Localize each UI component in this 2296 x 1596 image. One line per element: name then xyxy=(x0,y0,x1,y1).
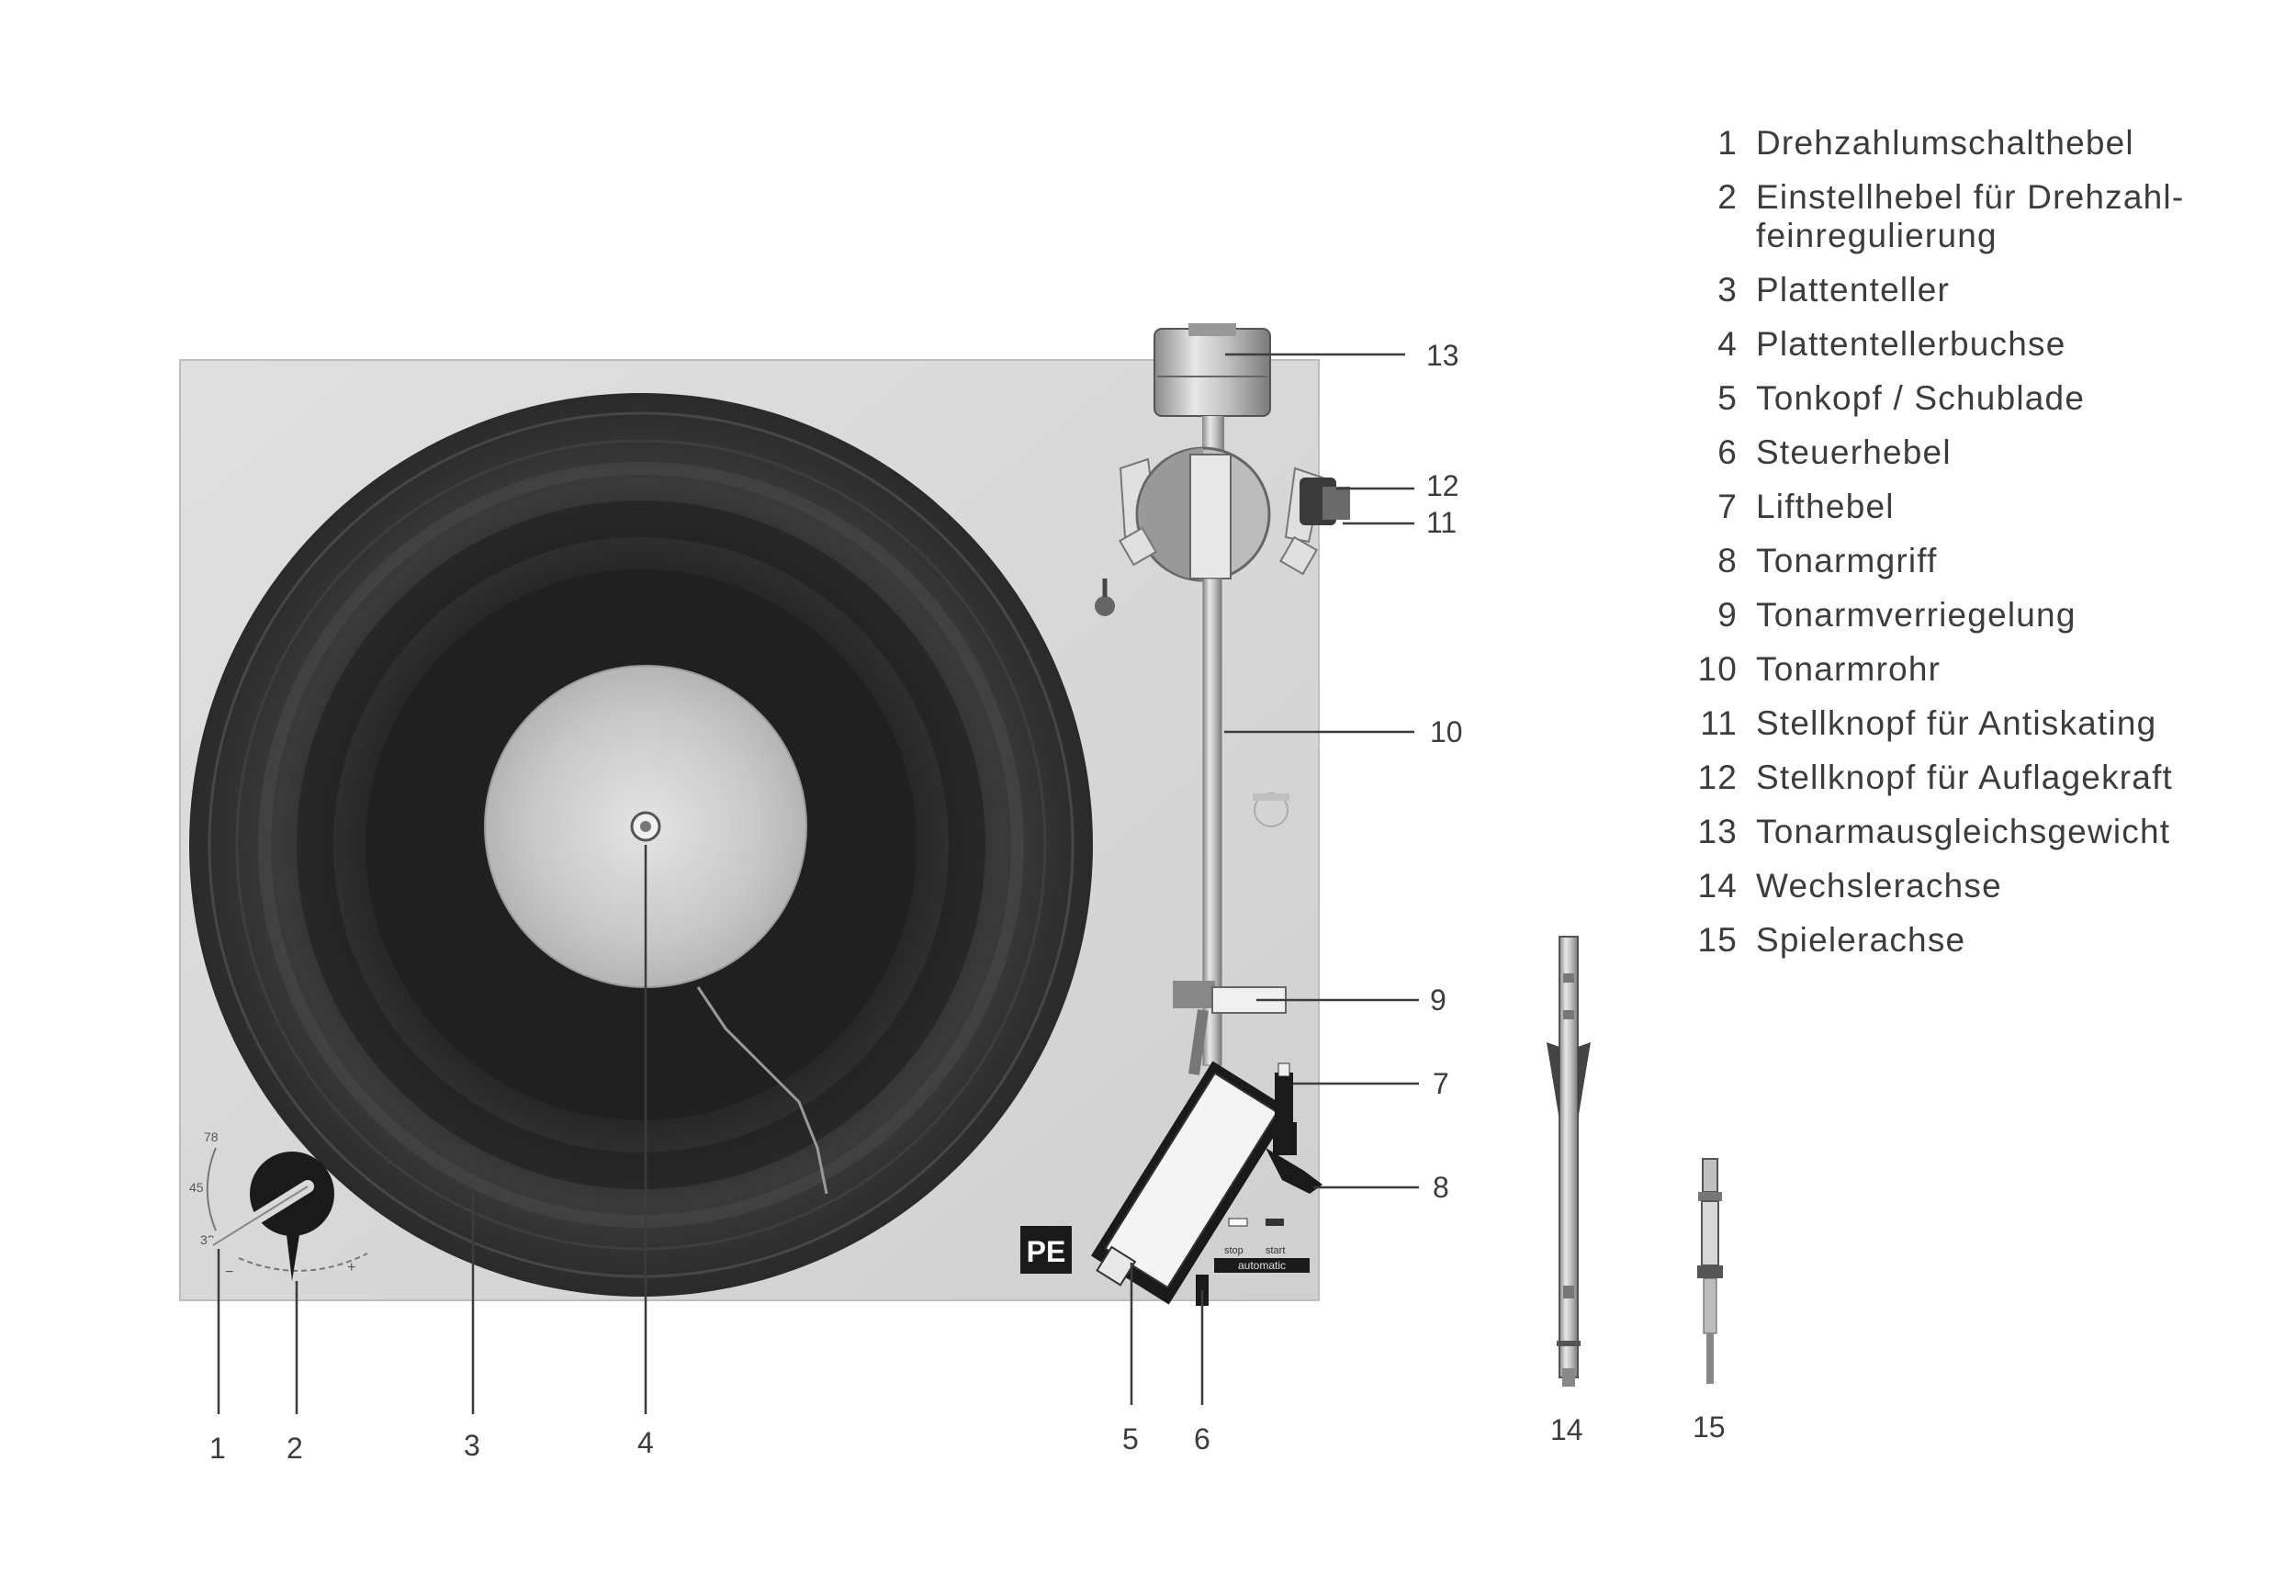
legend-number: 9 xyxy=(1717,596,1738,634)
callout-9: 9 xyxy=(1430,983,1446,1017)
callout-15: 15 xyxy=(1693,1411,1726,1444)
legend-label: Plattentellerbuchse xyxy=(1756,325,2066,363)
callout-2: 2 xyxy=(287,1432,303,1465)
callout-13: 13 xyxy=(1426,339,1459,372)
legend-label: Tonarmausgleichsgewicht xyxy=(1756,813,2171,850)
callout-1: 1 xyxy=(209,1432,226,1465)
legend-label: Tonkopf / Schublade xyxy=(1756,379,2086,417)
legend-number: 10 xyxy=(1697,650,1738,688)
legend-number: 4 xyxy=(1717,325,1738,363)
legend-label: Stellknopf für Auflagekraft xyxy=(1756,759,2174,796)
legend-number: 13 xyxy=(1697,813,1738,850)
callout-3: 3 xyxy=(464,1429,480,1462)
callout-11: 11 xyxy=(1426,506,1457,539)
legend-item: 3 Plattenteller xyxy=(1681,271,2268,309)
legend-label: Steuerhebel xyxy=(1756,433,1952,471)
legend-item: 2 Einstellhebel für Drehzahl- feinreguli… xyxy=(1681,178,2268,255)
legend-item: 11 Stellknopf für Antiskating xyxy=(1681,704,2268,743)
changer-spindle xyxy=(1547,936,1591,1387)
legend-number: 11 xyxy=(1700,704,1738,742)
legend-item: 13 Tonarmausgleichsgewicht xyxy=(1681,813,2268,851)
tonearm-pivot xyxy=(1119,446,1324,582)
callout-4: 4 xyxy=(637,1426,654,1459)
plinth-emblem xyxy=(1253,792,1289,827)
legend-number: 14 xyxy=(1697,867,1738,905)
legend-label: Lifthebel xyxy=(1756,488,1895,525)
callout-7: 7 xyxy=(1433,1067,1449,1100)
legend-number: 12 xyxy=(1697,759,1738,796)
legend-item: 7 Lifthebel xyxy=(1681,488,2268,526)
legend-label: Plattenteller xyxy=(1756,271,1950,309)
spindle-bushing xyxy=(630,811,661,842)
parts-legend: 1 Drehzahlumschalthebel 2 Einstellhebel … xyxy=(1681,124,2268,975)
adjustment-knobs xyxy=(1300,478,1350,525)
callout-5: 5 xyxy=(1122,1422,1139,1456)
callout-6: 6 xyxy=(1194,1422,1210,1456)
mat-crack xyxy=(696,986,828,1195)
pe-logo-badge xyxy=(1020,1226,1072,1274)
plinth-knob xyxy=(1095,579,1115,616)
callout-8: 8 xyxy=(1433,1171,1449,1204)
speed-dial xyxy=(206,1147,368,1272)
legend-label: Stellknopf für Antiskating xyxy=(1756,704,2157,742)
legend-item: 1 Drehzahlumschalthebel xyxy=(1681,124,2268,163)
speed-78-label: 78 xyxy=(204,1130,219,1144)
legend-item: 9 Tonarmverriegelung xyxy=(1681,596,2268,635)
legend-number: 3 xyxy=(1717,271,1738,309)
callout-14: 14 xyxy=(1550,1413,1583,1446)
legend-item: 8 Tonarmgriff xyxy=(1681,542,2268,580)
legend-label: Tonarmverriegelung xyxy=(1756,596,2077,634)
legend-number: 6 xyxy=(1717,433,1738,471)
legend-number: 2 xyxy=(1717,178,1738,216)
legend-item: 12 Stellknopf für Auflagekraft xyxy=(1681,759,2268,797)
callout-lines xyxy=(217,353,1419,1414)
start-label: start xyxy=(1266,1245,1285,1256)
counterweight xyxy=(1154,323,1271,417)
legend-number: 15 xyxy=(1697,921,1738,959)
legend-label: Tonarmgriff xyxy=(1756,542,1938,579)
legend-label: Drehzahlumschalthebel xyxy=(1756,124,2134,162)
legend-number: 7 xyxy=(1717,488,1738,525)
fine-minus-label: − xyxy=(225,1264,233,1280)
automatic-panel xyxy=(1214,1218,1310,1273)
legend-item: 6 Steuerhebel xyxy=(1681,433,2268,472)
legend-number: 8 xyxy=(1717,542,1738,579)
speed-45-label: 45 xyxy=(189,1180,204,1195)
fine-plus-label: + xyxy=(347,1260,355,1276)
tonearm-grip xyxy=(1266,1148,1322,1194)
stop-label: stop xyxy=(1224,1245,1244,1256)
pe-logo-text: PE xyxy=(1027,1235,1066,1268)
legend-item: 10 Tonarmrohr xyxy=(1681,650,2268,689)
legend-item: 5 Tonkopf / Schublade xyxy=(1681,379,2268,418)
legend-number: 1 xyxy=(1717,124,1738,162)
legend-number: 5 xyxy=(1717,379,1738,417)
callout-12: 12 xyxy=(1426,469,1459,502)
automatic-label: automatic xyxy=(1238,1259,1286,1272)
callout-10: 10 xyxy=(1430,715,1463,748)
legend-item: 15 Spielerachse xyxy=(1681,921,2268,960)
lift-lever xyxy=(1273,1062,1297,1155)
tonearm-headshell xyxy=(1090,1061,1291,1305)
legend-label: Wechslerachse xyxy=(1756,867,2002,905)
legend-label: Einstellhebel für Drehzahl- feinregulier… xyxy=(1756,178,2185,254)
legend-label: Spielerachse xyxy=(1756,921,1966,959)
player-spindle xyxy=(1697,1158,1723,1384)
legend-item: 4 Plattentellerbuchse xyxy=(1681,325,2268,364)
legend-item: 14 Wechslerachse xyxy=(1681,867,2268,905)
legend-label: Tonarmrohr xyxy=(1756,650,1941,688)
